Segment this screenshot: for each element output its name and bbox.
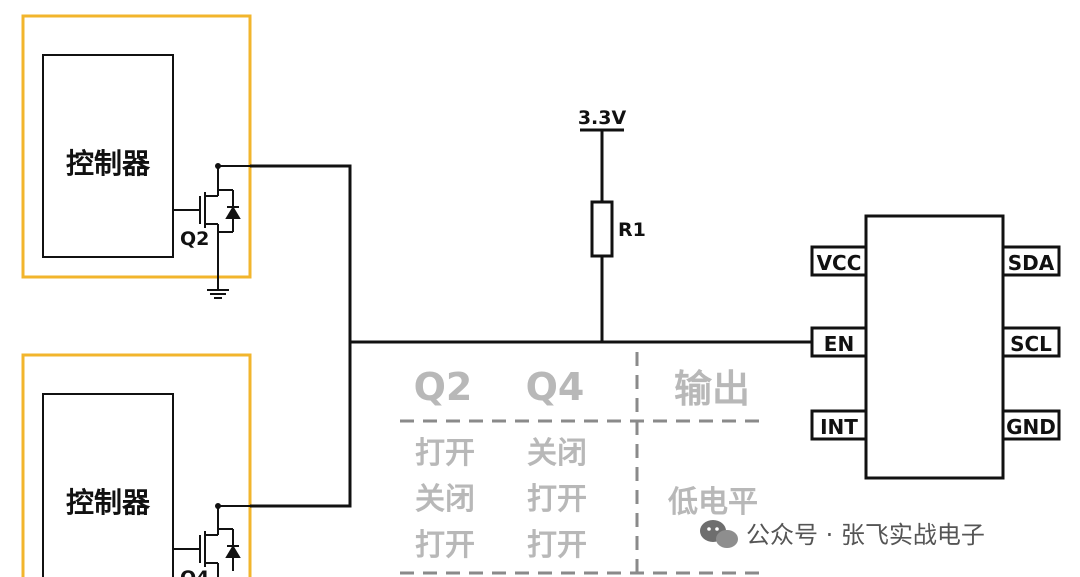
controller-2-frame xyxy=(21,353,252,577)
chip-pin-vcc: VCC xyxy=(810,245,868,277)
table-cell: 关闭 xyxy=(415,482,475,517)
table-cell: 打开 xyxy=(415,436,475,471)
chip-pin-sda: SDA xyxy=(1001,245,1061,277)
table-cell: 打开 xyxy=(527,482,587,517)
chip-pin-gnd: GND xyxy=(1001,409,1061,441)
bus-wires xyxy=(250,130,812,508)
q4-label: Q4 xyxy=(180,567,209,577)
chip-pin-int: INT xyxy=(810,409,868,441)
pin-int-label: INT xyxy=(820,415,858,439)
controller-1-label: 控制器 xyxy=(66,147,151,180)
table-header-q2: Q2 xyxy=(414,365,473,409)
wechat-icon xyxy=(700,520,738,548)
controller-1-box xyxy=(42,54,174,258)
account-watermark: 公众号 · 张飞实战电子 xyxy=(700,520,985,549)
sensor-chip: VCC EN INT SDA SCL GND xyxy=(810,214,1061,480)
table-output-value: 低电平 xyxy=(667,485,758,520)
pin-sda-label: SDA xyxy=(1008,251,1055,275)
transistor-q2 xyxy=(173,165,250,299)
controller-2-box xyxy=(42,393,174,577)
table-header-q4: Q4 xyxy=(526,365,585,409)
pin-vcc-label: VCC xyxy=(817,251,862,275)
resistor-r1 xyxy=(590,200,614,258)
pullup-resistor: 3.3V R1 xyxy=(578,107,646,258)
supply-voltage-label: 3.3V xyxy=(578,107,627,129)
open-drain-bus xyxy=(250,164,352,508)
transistor-q4 xyxy=(173,505,250,577)
account-watermark-text: 公众号 · 张飞实战电子 xyxy=(746,521,985,549)
pin-en-label: EN xyxy=(824,332,854,356)
chip-pin-en: EN xyxy=(810,326,868,358)
resistor-label: R1 xyxy=(618,219,646,241)
table-cell: 关闭 xyxy=(527,436,587,471)
controller-module-1: 控制器 Q2 xyxy=(21,14,252,299)
table-cell: 打开 xyxy=(527,528,587,563)
truth-table: Q2 Q4 输出 打开 关闭 关闭 打开 打开 打开 低电平 xyxy=(400,352,760,577)
q2-drain-node xyxy=(215,163,221,169)
table-cell: 打开 xyxy=(415,528,475,563)
controller-module-2: 控制器 Q4 xyxy=(21,353,252,577)
q4-drain-node xyxy=(215,503,221,509)
q2-label: Q2 xyxy=(180,228,209,250)
chip-pin-scl: SCL xyxy=(1001,326,1061,358)
controller-2-label: 控制器 xyxy=(66,486,151,519)
pin-gnd-label: GND xyxy=(1006,415,1056,439)
pin-scl-label: SCL xyxy=(1010,332,1052,356)
table-header-output: 输出 xyxy=(674,367,750,411)
chip-body xyxy=(864,214,1005,480)
controller-1-frame xyxy=(21,14,252,279)
